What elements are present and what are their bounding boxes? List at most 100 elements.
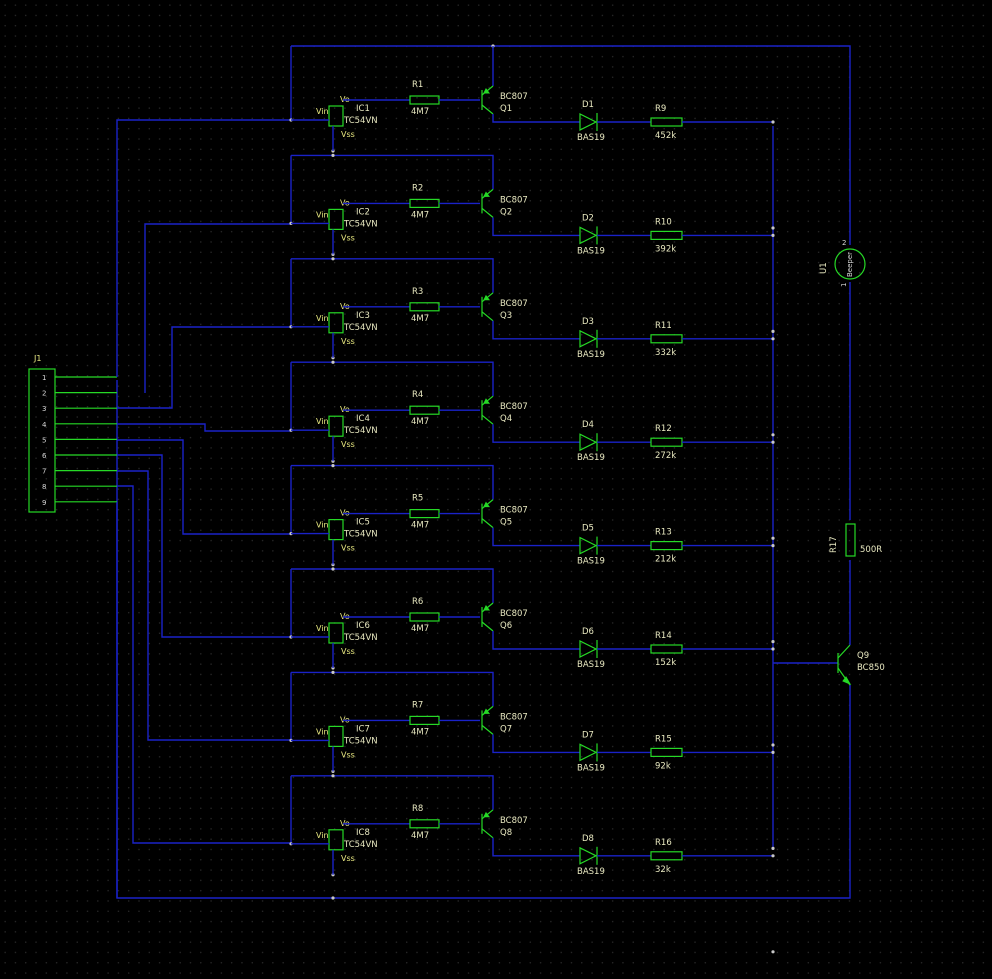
- junction-dot: [331, 360, 335, 364]
- power-rails: [116, 44, 851, 900]
- load-resistor-ref: R10: [655, 217, 672, 227]
- base-resistor: [409, 95, 440, 105]
- q9-collector: [837, 644, 851, 659]
- ic-vin-label: Vin: [316, 521, 329, 530]
- diode-ref: D5: [582, 524, 594, 534]
- transistor-value: BC807: [500, 92, 528, 102]
- supply-wire: [291, 361, 494, 397]
- junction-dot: [771, 750, 775, 755]
- buzzer-pin2: 2: [842, 239, 846, 247]
- load-resistor-value: 392k: [655, 244, 676, 254]
- supply-wire: [291, 258, 494, 293]
- collector-wire: [492, 837, 580, 857]
- resistor-ref: R8: [412, 804, 423, 814]
- junction-dot: [771, 743, 775, 747]
- ic-ref: IC3: [356, 311, 370, 321]
- collector-wire: [492, 527, 580, 547]
- load-resistor-value: 152k: [655, 658, 676, 668]
- buzzer-ref: U1: [819, 262, 829, 274]
- diode-body: [579, 743, 598, 762]
- resistor-value: 4M7: [411, 107, 429, 117]
- diode-value: BAS19: [577, 867, 605, 877]
- diode-ref: D8: [582, 834, 594, 844]
- ic-vss-label: Vss: [341, 647, 355, 656]
- base-resistor: [409, 302, 440, 312]
- ic-vss-label: Vss: [341, 544, 355, 553]
- ic-value: TC54VN: [343, 633, 378, 643]
- base-resistor: [409, 612, 440, 622]
- junction-dot: [331, 153, 335, 157]
- ic-vin-label: Vin: [316, 210, 329, 219]
- input-wire: [117, 439, 291, 535]
- transistor-arrow: [483, 501, 490, 508]
- ic-vin-label: Vin: [316, 314, 329, 323]
- transistor-arrow: [483, 708, 490, 714]
- transistor-collector: [481, 518, 494, 529]
- connector-pin-label: 6: [42, 452, 47, 460]
- load-resistor-value: 32k: [655, 865, 671, 875]
- junction-dot: [771, 233, 775, 237]
- ic-value: TC54VN: [343, 530, 378, 540]
- collector-wire: [492, 217, 580, 237]
- diode-ref: D2: [582, 213, 594, 223]
- resistor-value: 4M7: [411, 831, 429, 841]
- diode-body: [579, 536, 598, 555]
- junction-dot: [771, 329, 775, 333]
- ic-ref: IC5: [356, 518, 370, 528]
- ic-vss-label: Vss: [341, 233, 355, 242]
- diode-value: BAS19: [577, 350, 605, 360]
- collector-wire: [492, 320, 580, 340]
- transistor-ref: Q7: [500, 724, 512, 734]
- diode-body: [579, 329, 598, 348]
- supply-wire: [291, 568, 494, 603]
- resistor-value: 4M7: [411, 727, 429, 737]
- input-wire: [144, 223, 291, 393]
- junction-dot: [331, 670, 335, 675]
- load-resistor: [650, 117, 683, 127]
- ic-body: [328, 518, 344, 541]
- ic-ref: IC7: [356, 724, 370, 734]
- input-wire: [117, 423, 291, 432]
- transistor-ref: Q3: [500, 311, 512, 321]
- diode-body: [579, 433, 598, 452]
- junction-dot: [331, 774, 335, 778]
- diode-ref: D6: [582, 627, 594, 637]
- resistor-value: 4M7: [411, 521, 429, 531]
- junction-dot: [331, 896, 335, 900]
- buzzer-body: [834, 248, 866, 280]
- input-wire: [117, 470, 291, 741]
- r17-value: 500R: [860, 545, 882, 555]
- q9-ref: Q9: [857, 651, 869, 661]
- input-routing: [116, 119, 291, 898]
- ic-vss-label: Vss: [341, 440, 355, 449]
- resistor-ref: R2: [412, 183, 423, 193]
- diode-body: [579, 113, 598, 131]
- diode-ref: D1: [582, 100, 594, 110]
- diode-value: BAS19: [577, 133, 605, 143]
- collector-wire: [492, 114, 580, 123]
- diode-body: [579, 846, 598, 865]
- ic-ref: IC2: [356, 207, 370, 217]
- load-resistor-ref: R15: [655, 734, 672, 744]
- stage-6: VinVoVssIC6TC54VNR64M7BC807Q6D6BAS19R141…: [289, 567, 775, 747]
- transistor-collector: [481, 414, 494, 425]
- ic-body: [328, 415, 344, 437]
- ic-vss-label: Vss: [341, 854, 355, 863]
- diode-ref: D4: [582, 420, 594, 430]
- ic-ref: IC4: [356, 414, 370, 424]
- junction-dot: [331, 464, 335, 468]
- diode-ref: D7: [582, 730, 594, 740]
- transistor-value: BC807: [500, 816, 528, 826]
- ic-vin-label: Vin: [316, 624, 329, 633]
- diode-value: BAS19: [577, 763, 605, 773]
- ic-vin-label: Vin: [316, 107, 329, 116]
- diode-value: BAS19: [577, 453, 605, 463]
- ic-vin-label: Vin: [316, 831, 329, 840]
- load-resistor-value: 272k: [655, 451, 676, 461]
- stage-3: VinVoVssIC3TC54VNR34M7BC807Q3D3BAS19R113…: [289, 257, 775, 437]
- ic-vss-label: Vss: [341, 750, 355, 759]
- base-resistor: [409, 198, 440, 208]
- connector-pin-label: 9: [42, 499, 46, 507]
- ic-ref: IC1: [356, 104, 370, 114]
